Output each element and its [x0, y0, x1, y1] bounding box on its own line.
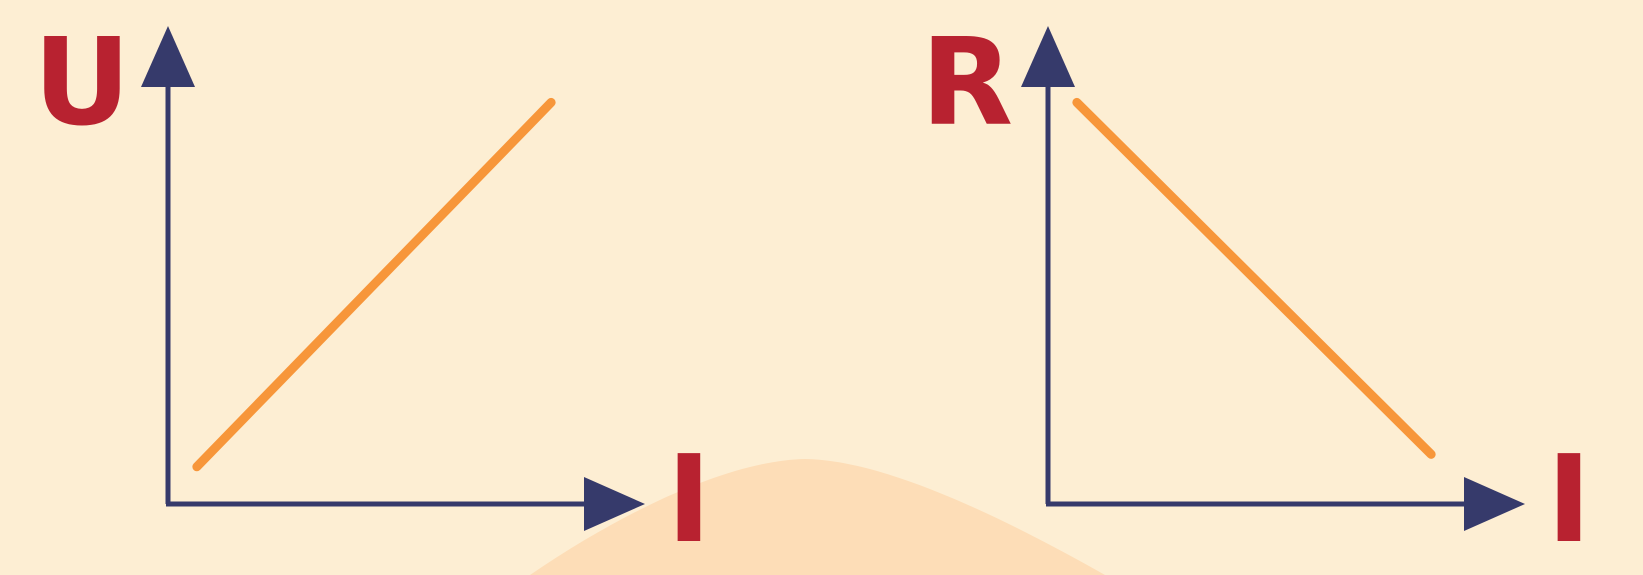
chart-u-vs-i: UI — [33, 14, 711, 570]
x-axis-arrow-icon — [584, 477, 645, 531]
series-line — [192, 97, 556, 472]
x-axis-label: I — [667, 431, 712, 570]
background-blob — [530, 459, 1105, 575]
x-axis-arrow-icon — [1464, 477, 1525, 531]
y-axis-label: R — [921, 14, 1013, 153]
chart-r-vs-i: RI — [921, 14, 1592, 570]
series-line — [1072, 97, 1436, 459]
y-axis-arrow-icon — [141, 26, 195, 87]
x-axis-label: I — [1547, 431, 1592, 570]
y-axis-label: U — [33, 14, 130, 153]
y-axis-arrow-icon — [1021, 26, 1075, 87]
